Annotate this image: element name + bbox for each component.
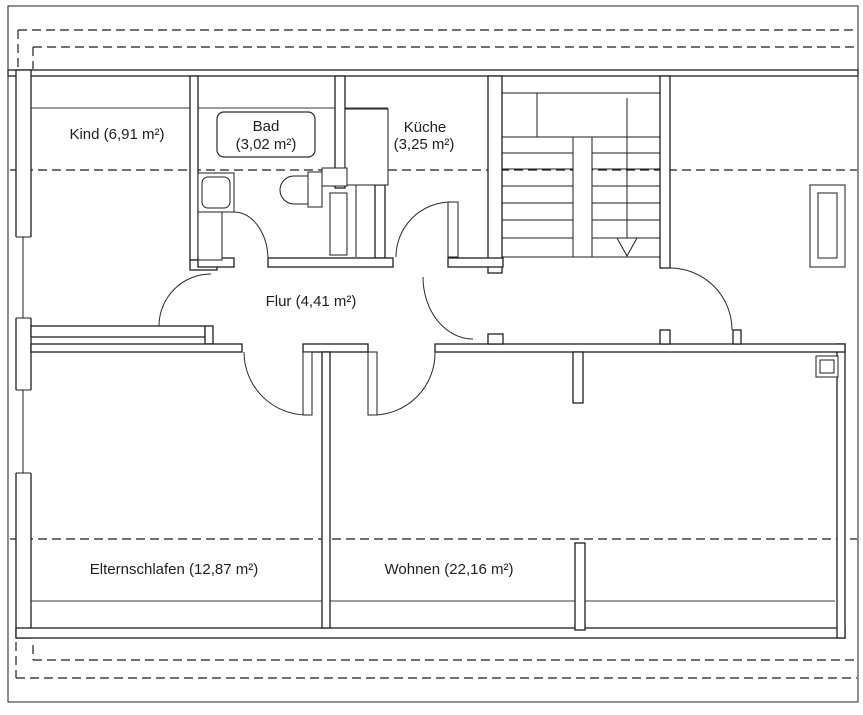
roof-slope-dashed-lines [10, 29, 857, 679]
wall-exterior-bottom [15, 627, 846, 639]
bad-label-box [216, 111, 316, 158]
wall-jamb-stair-east [659, 329, 671, 345]
room-label-bad-name: Bad [253, 118, 280, 135]
walls [7, 69, 859, 639]
door-leaves [197, 201, 459, 416]
wall-stub-wohnen-bottom [574, 542, 586, 631]
wall-jamb-flur-east [732, 329, 742, 345]
headroom-lines [31, 107, 835, 602]
door-swing-stair-west [422, 276, 474, 340]
toilet-bowl [279, 175, 309, 205]
wall-bad-kueche-lower [374, 184, 386, 259]
roof-eaves-border [7, 5, 859, 703]
corner-post-core [819, 359, 835, 374]
door-leaf-kueche [447, 201, 459, 258]
room-label-kueche-area: (3,25 m²) [394, 136, 455, 153]
wall-stair-west [487, 75, 503, 274]
room-label-elternschlafen: Elternschlafen (12,87 m²) [90, 561, 258, 578]
room-labels: Kind (6,91 m²) Bad (3,02 m²) Küche (3,25… [69, 118, 513, 578]
wall-flur-south-1 [30, 343, 243, 353]
chimney-flue [817, 192, 838, 259]
room-label-kind: Kind (6,91 m²) [69, 126, 164, 143]
wall-jamb-stair-west [487, 333, 504, 345]
wall-kind-bad [189, 75, 199, 261]
door-swing-wohnen [372, 351, 436, 416]
door-swing-stair-east [669, 267, 733, 331]
wall-jamb-connector [204, 325, 214, 345]
wall-kind-south [30, 325, 206, 338]
fixtures [197, 108, 846, 378]
window-elternschlafen [16, 389, 31, 474]
wall-stair-east [659, 75, 671, 269]
shaft-lower [329, 192, 348, 256]
shaft-upper [321, 167, 348, 187]
wall-flur-north-2 [267, 257, 394, 268]
door-swing-kueche [395, 201, 452, 258]
room-label-wohnen: Wohnen (22,16 m²) [385, 561, 514, 578]
door-swing-kind [158, 273, 212, 327]
kitchen-counter [344, 108, 389, 186]
door-swings [158, 201, 733, 416]
stair-down-arrow-icon [616, 237, 638, 258]
door-leaf-wohnen [367, 351, 378, 416]
wall-eltern-wohnen [321, 351, 331, 629]
toilet-cistern [307, 171, 323, 208]
wall-exterior-left [15, 69, 32, 639]
windows [15, 236, 32, 474]
wall-exterior-right-lower [836, 343, 846, 639]
staircase [502, 92, 660, 258]
door-swing-bad [233, 211, 269, 261]
wall-flur-north-3 [447, 257, 504, 268]
sink-basin [201, 176, 231, 209]
door-swing-elternschlafen [243, 351, 308, 416]
room-label-flur: Flur (4,41 m²) [266, 293, 357, 310]
room-label-bad-area: (3,02 m²) [236, 136, 297, 153]
roof-outline [7, 5, 859, 703]
wall-exterior-top [7, 69, 859, 77]
window-kind [16, 236, 31, 319]
wall-flur-south-3 [434, 343, 846, 353]
wall-stub-wohnen-top [572, 351, 584, 404]
door-leaf-elternschlafen [302, 351, 313, 416]
wall-flur-south-2 [302, 343, 369, 353]
door-leaf-bad [197, 211, 223, 261]
room-label-kueche-name: Küche [404, 119, 447, 136]
